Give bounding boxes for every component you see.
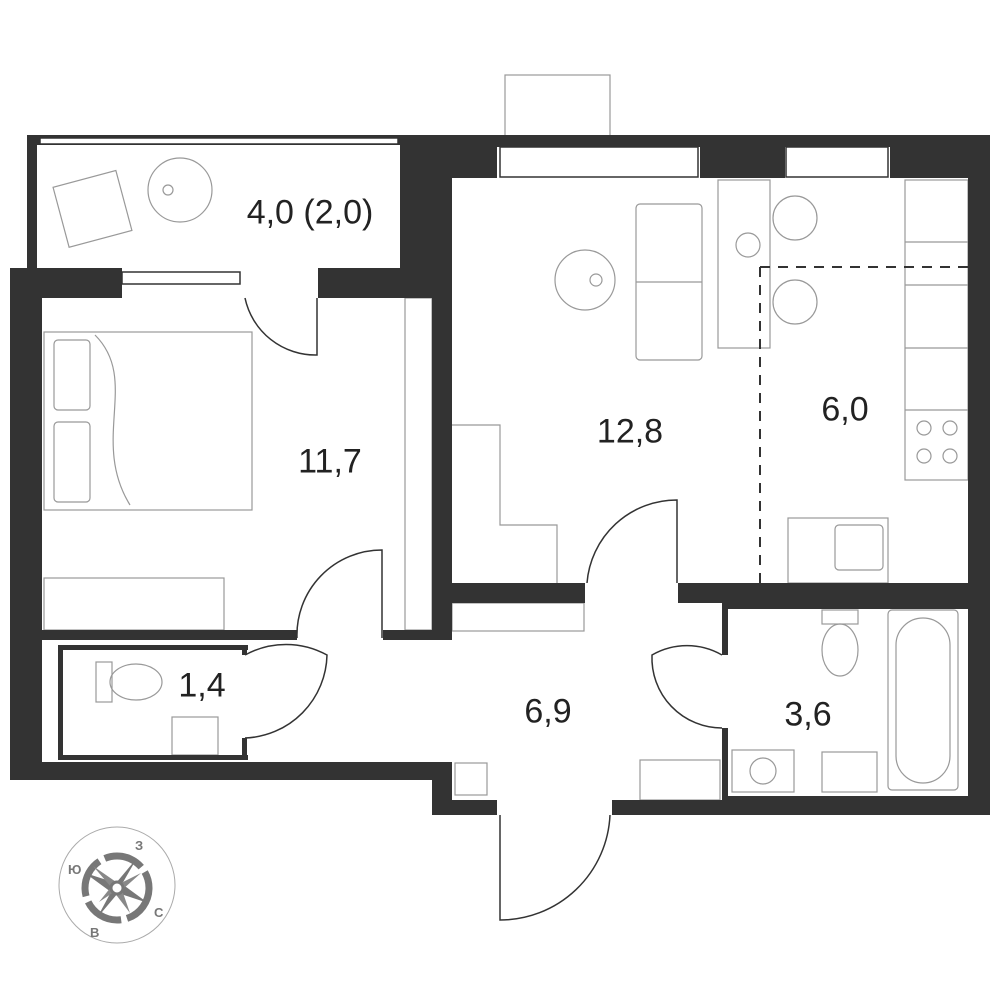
compass bbox=[58, 826, 176, 944]
windows bbox=[39, 137, 889, 285]
bathroom-area: 3,6 bbox=[784, 695, 832, 734]
compass-west-label: З bbox=[135, 838, 144, 853]
bedroom-area: 11,7 bbox=[298, 442, 362, 481]
compass-north-label: С bbox=[154, 905, 164, 920]
compass-south-label: Ю bbox=[68, 862, 82, 877]
living-room-area: 12,8 bbox=[596, 412, 664, 451]
walls bbox=[10, 135, 990, 815]
balcony-area: 4,0 (2,0) bbox=[246, 193, 374, 232]
kitchen-area: 6,0 bbox=[821, 390, 869, 429]
toilet-area: 1,4 bbox=[178, 666, 226, 705]
hallway-area: 6,9 bbox=[524, 692, 572, 731]
compass-east-label: В bbox=[90, 925, 100, 940]
doors bbox=[244, 297, 723, 921]
